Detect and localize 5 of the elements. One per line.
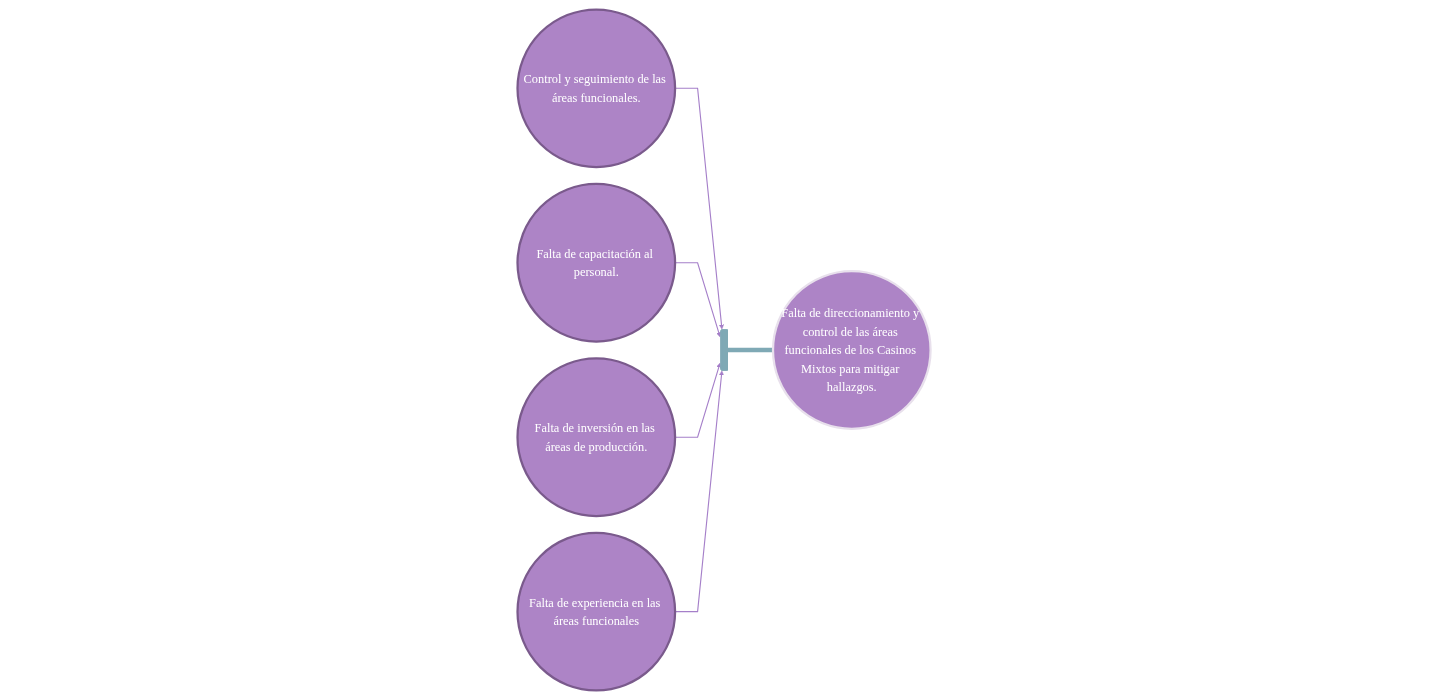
node-circle: Falta de inversión en las áreas de producción. bbox=[516, 357, 677, 518]
node-circle: Falta de experiencia en las áreas funcionales bbox=[516, 531, 677, 692]
node-circle: Control y seguimiento de las áreas funcionales. bbox=[516, 8, 677, 169]
node-circle: Falta de capacitación al personal. bbox=[516, 182, 677, 343]
connector bbox=[727, 347, 773, 353]
